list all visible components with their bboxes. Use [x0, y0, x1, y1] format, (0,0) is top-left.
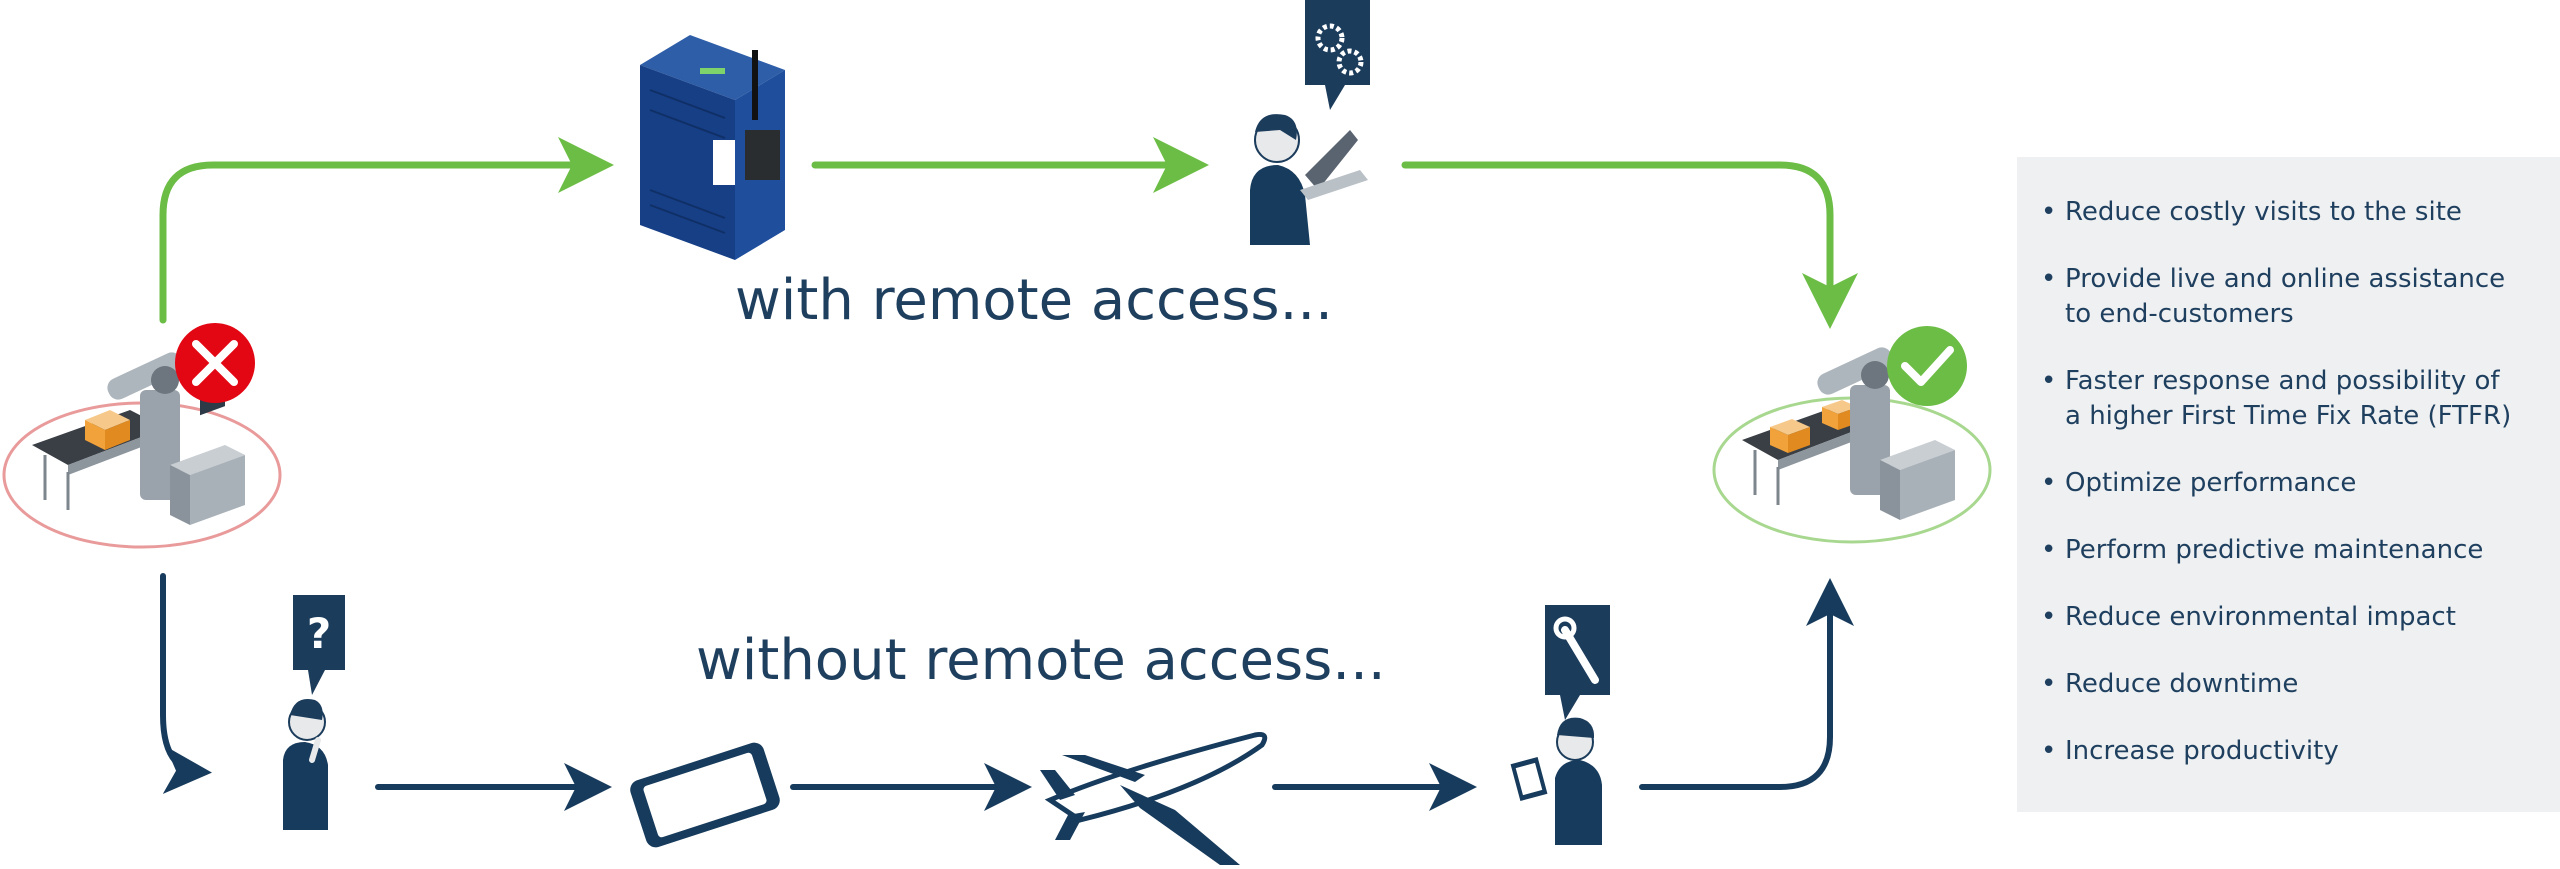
robot-arm-machine-icon	[2, 352, 282, 549]
airplane-icon	[1040, 732, 1268, 865]
question-speech-bubble-icon: ?	[293, 595, 345, 695]
benefits-panel: •Reduce costly visits to the site •Provi…	[2017, 157, 2560, 812]
green-arrow-engineer-to-end	[1401, 161, 1858, 329]
engineer-laptop-icon	[1250, 114, 1368, 245]
benefit-item: •Optimize performance	[2041, 468, 2357, 498]
benefits-list: •Reduce costly visits to the site •Provi…	[2017, 157, 2560, 769]
benefit-item: •Increase productivity	[2041, 736, 2339, 766]
red-x-icon	[175, 323, 255, 403]
benefit-item: •Perform predictive maintenance	[2041, 535, 2484, 565]
without-remote-access-caption: without remote access...	[696, 628, 1386, 693]
svg-text:?: ?	[307, 609, 331, 658]
wrench-speech-bubble-icon	[1545, 605, 1610, 720]
green-check-icon	[1887, 326, 1967, 406]
with-remote-access-caption: with remote access...	[735, 268, 1333, 333]
green-arrow-start-to-gateway	[159, 137, 614, 324]
benefit-item: •Faster response and possibility of a hi…	[2041, 366, 2512, 431]
blue-arrow-start-to-operator	[160, 573, 212, 794]
gears-speech-bubble-icon	[1305, 0, 1370, 110]
benefit-item: •Reduce downtime	[2041, 669, 2299, 699]
benefit-item: •Provide live and online assistance to e…	[2041, 264, 2506, 329]
benefit-item: •Reduce costly visits to the site	[2041, 197, 2462, 227]
smartphone-icon	[630, 742, 780, 848]
robot-arm-machine-icon-end	[1712, 347, 1992, 544]
blue-arrow-technician-to-end	[1639, 578, 1854, 790]
thinking-person-icon	[283, 699, 328, 830]
benefit-item: •Reduce environmental impact	[2041, 602, 2456, 632]
technician-clipboard-icon	[1510, 717, 1602, 845]
without-remote-access-path	[160, 573, 1854, 811]
with-remote-access-path	[159, 137, 1858, 329]
remote-access-router-icon	[640, 35, 785, 260]
